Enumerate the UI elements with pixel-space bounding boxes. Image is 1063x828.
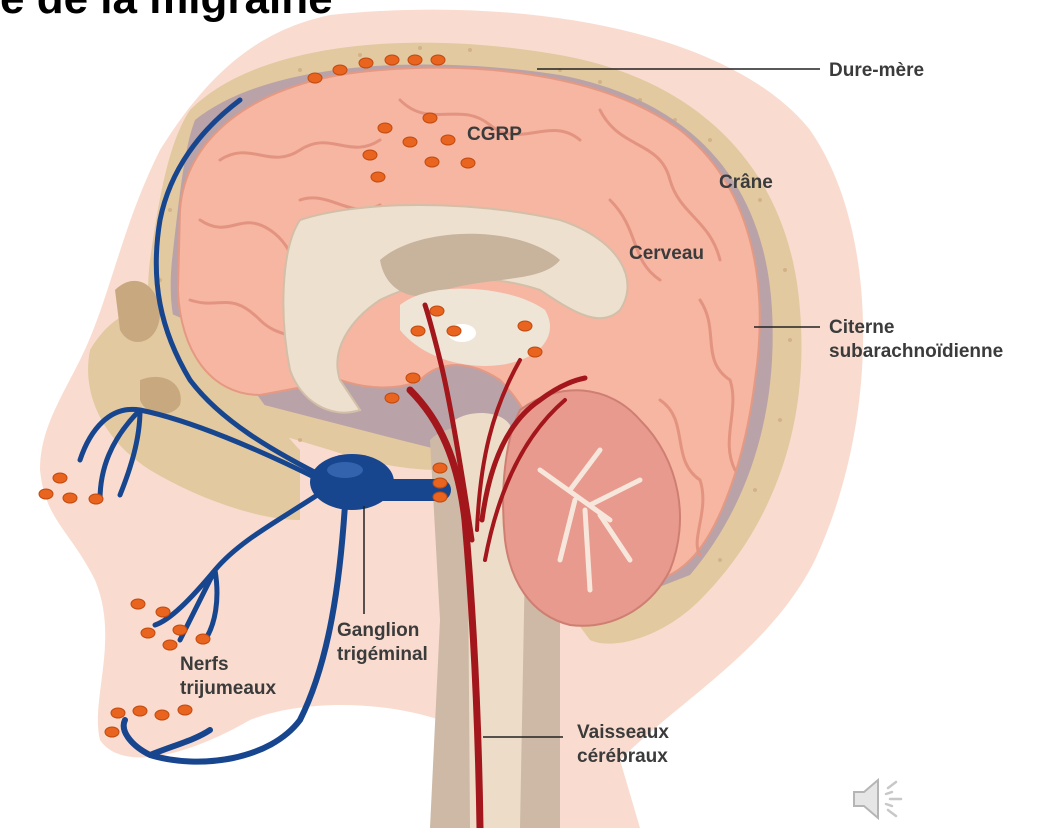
speaker-icon[interactable] [846, 774, 916, 824]
label-crane: Crâne [719, 171, 773, 195]
trigeminal-ganglion [310, 454, 394, 510]
label-cgrp: CGRP [467, 123, 522, 147]
label-nerfs-line2: trijumeaux [180, 677, 276, 701]
label-nerfs-line1: Nerfs [180, 653, 276, 677]
label-ganglion-line1: Ganglion [337, 619, 428, 643]
label-citerne-line2: subarachnoïdienne [829, 340, 1003, 364]
label-ganglion-line2: trigéminal [337, 643, 428, 667]
trigeminal-ganglion-highlight [327, 462, 363, 478]
label-vaisseaux-line1: Vaisseaux [577, 721, 669, 745]
label-ganglion-trigeminal: Ganglion trigéminal [337, 619, 428, 667]
label-cerveau: Cerveau [629, 242, 704, 266]
label-dure-mere: Dure-mère [829, 59, 924, 83]
label-nerfs-trijumeaux: Nerfs trijumeaux [180, 653, 276, 701]
label-vaisseaux-cerebraux: Vaisseaux cérébraux [577, 721, 669, 769]
label-citerne-subarachnoidienne: Citerne subarachnoïdienne [829, 316, 1003, 364]
label-citerne-line1: Citerne [829, 316, 1003, 340]
label-vaisseaux-line2: cérébraux [577, 745, 669, 769]
